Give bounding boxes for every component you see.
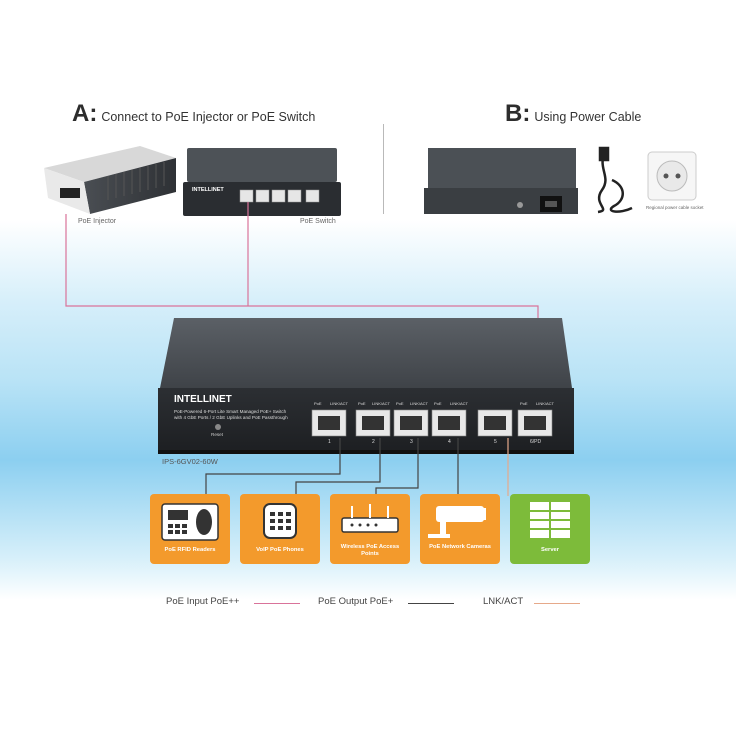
injector-port-icon <box>60 188 80 198</box>
server-icon <box>530 502 570 538</box>
port-4-poe-label: PoE <box>434 401 442 406</box>
network-camera-icon <box>428 506 486 538</box>
reset-button-icon <box>215 424 221 430</box>
reset-label: Reset <box>211 432 224 437</box>
access-point-icon <box>341 504 399 533</box>
port-3-poe-label: PoE <box>396 401 404 406</box>
legend-line-poe-output <box>408 603 454 604</box>
device-box-camera <box>420 494 500 564</box>
port-6-poe-label: PoE <box>520 401 528 406</box>
legend-lnk-act: LNK/ACT <box>483 596 524 607</box>
port-1-poe-label: PoE <box>314 401 322 406</box>
port-4-link-label: LINK/ACT <box>450 401 469 406</box>
power-cable-icon <box>597 146 633 214</box>
port-number-4: 4 <box>448 439 451 445</box>
legend-line-poe-input <box>254 603 300 604</box>
switch-label: PoE Switch <box>300 218 336 225</box>
main-switch-model: IPS-6GV02-60W <box>162 457 218 466</box>
legend-poe-output: PoE Output PoE+ <box>318 596 394 607</box>
port-2-poe-label: PoE <box>358 401 366 406</box>
power-switch-device <box>424 148 578 214</box>
port-6-link-label: LINK/ACT <box>536 401 555 406</box>
description-line-2: with 4 GbE Ports / 2 GbE Uplinks and PoE… <box>174 415 288 420</box>
section-b-letter: B: <box>505 100 531 127</box>
port-2-link-label: LINK/ACT <box>372 401 391 406</box>
voip-phone-icon <box>263 503 297 539</box>
port-1-link-label: LINK/ACT <box>330 401 349 406</box>
socket-note: Regional power cable socket <box>646 205 704 210</box>
output-lines <box>205 438 509 496</box>
port-number-6: 6/PD <box>530 439 542 445</box>
rfid-reader-icon <box>161 503 219 541</box>
section-b-text: Using Power Cable <box>534 110 642 124</box>
port-number-2: 2 <box>372 439 375 445</box>
port-3-link-label: LINK/ACT <box>410 401 429 406</box>
main-switch-description: PoE-Powered 6-Port Lite Smart Managed Po… <box>174 409 288 421</box>
poe-injector-device <box>44 146 176 214</box>
section-a-text: Connect to PoE Injector or PoE Switch <box>101 110 316 124</box>
main-switch-brand: INTELLINET <box>174 394 232 405</box>
poe-switch-device <box>183 148 341 216</box>
background-bottom <box>0 618 736 736</box>
device-label-rfid: PoE RFID Readers <box>164 547 216 553</box>
injector-label: PoE Injector <box>78 218 117 225</box>
power-button-icon <box>517 202 523 208</box>
device-label-phone: VoIP PoE Phones <box>256 547 304 553</box>
port-number-3: 3 <box>410 439 413 445</box>
device-label-server: Server <box>540 547 560 553</box>
wall-socket-icon <box>647 151 697 201</box>
description-line-1: PoE-Powered 6-Port Lite Smart Managed Po… <box>174 409 287 414</box>
section-a-header: A:Connect to PoE Injector or PoE Switch <box>72 100 315 128</box>
device-label-camera: PoE Network Cameras <box>429 544 491 550</box>
port-number-5: 5 <box>494 439 497 445</box>
device-label-ap: Wireless PoE Access Points <box>340 544 400 557</box>
section-b-header: B:Using Power Cable <box>505 100 641 128</box>
section-divider <box>383 124 384 214</box>
port-number-1: 1 <box>328 439 331 445</box>
section-a-letter: A: <box>72 100 98 127</box>
small-switch-brand: INTELLINET <box>192 187 224 193</box>
legend-poe-input: PoE Input PoE++ <box>166 596 240 607</box>
legend-line-lnk-act <box>534 603 580 604</box>
main-switch-device <box>158 318 574 454</box>
